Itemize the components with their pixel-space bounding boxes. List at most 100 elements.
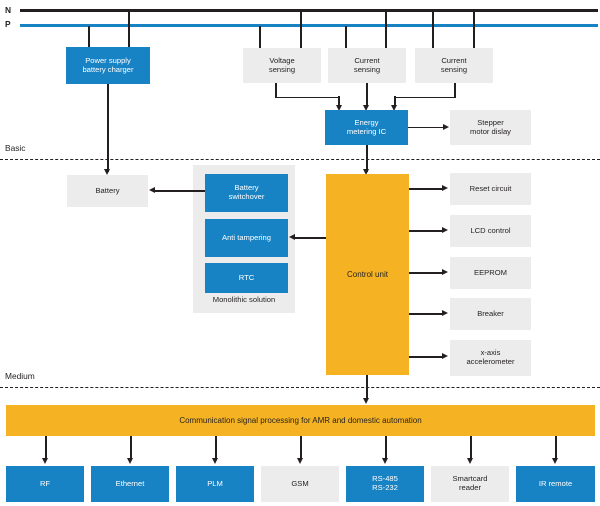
voltage-sensing-label-line1: Voltage: [269, 55, 295, 65]
control-unit-label: Control unit: [347, 269, 388, 279]
arrow-comm-to-gsm: [297, 458, 304, 464]
comm-to-plm-line: [215, 436, 217, 460]
current-sensing-b-out-stub: [454, 83, 456, 98]
energy-metering-label-line1: Energy: [354, 117, 379, 127]
eeprom-box[interactable]: EEPROM: [450, 257, 531, 289]
interface-ir-remote-box[interactable]: IR remote: [516, 466, 595, 502]
eeprom-label: EEPROM: [474, 267, 507, 277]
energy-metering-label-line2: metering IC: [346, 126, 387, 136]
reset-circuit-box[interactable]: Reset circuit: [450, 173, 531, 205]
phase-bus-line: [20, 24, 598, 28]
energy-metering-ic-box[interactable]: Energy metering IC: [325, 110, 408, 145]
bus-label-neutral: N: [5, 5, 12, 15]
arrow-comm-to-plm: [212, 458, 219, 464]
interface-plm-label: PLM: [207, 478, 223, 488]
interface-ir-remote-label: IR remote: [538, 478, 573, 488]
interface-rs-label-line2: RS-232: [372, 483, 398, 492]
lcd-control-box[interactable]: LCD control: [450, 215, 531, 247]
current-sensing-b-label-line2: sensing: [440, 64, 468, 74]
comm-to-rf-line: [45, 436, 47, 460]
interface-ethernet-label: Ethernet: [115, 478, 145, 488]
interface-rf-box[interactable]: RF: [6, 466, 84, 502]
communication-bar-label: Communication signal processing for AMR …: [179, 415, 422, 425]
tier-divider-basic: [0, 159, 600, 160]
voltage-sensing-box[interactable]: Voltage sensing: [243, 48, 321, 83]
arrow-comm-to-ir: [552, 458, 559, 464]
battery-switchover-label-line2: switchover: [228, 192, 265, 201]
anti-tampering-box[interactable]: Anti tampering: [205, 219, 288, 257]
stepper-motor-display-box[interactable]: Stepper motor dislay: [450, 110, 531, 145]
control-unit-to-eeprom-line: [409, 272, 443, 274]
interface-rs-box[interactable]: RS-485 RS-232: [346, 466, 424, 502]
lcd-control-label: LCD control: [470, 225, 511, 235]
current-sensing-a-box[interactable]: Current sensing: [328, 48, 406, 83]
interface-rs-label-line1: RS-485: [372, 474, 398, 484]
control-unit-to-anti-tampering-line: [295, 237, 326, 239]
monolithic-solution-caption: Monolithic solution: [212, 295, 276, 304]
arrow-control-unit-to-reset: [442, 185, 448, 192]
tier-label-basic: Basic: [5, 143, 26, 153]
arrow-current-sensing-a-to-emic: [363, 105, 370, 111]
stepper-label-line2: motor dislay: [470, 126, 511, 136]
interface-smartcard-box[interactable]: Smartcard reader: [431, 466, 509, 502]
arrow-comm-to-smartcard: [467, 458, 474, 464]
power-supply-to-battery-line: [107, 84, 109, 172]
comm-to-ir-line: [555, 436, 557, 460]
arrow-voltage-sensing-to-emic: [335, 105, 342, 111]
battery-switchover-box[interactable]: Battery switchover: [205, 174, 288, 212]
current-sensing-b-label-line1: Current: [441, 55, 467, 65]
drop-phase-current-sensing-a: [345, 26, 347, 48]
arrow-comm-to-rf: [42, 458, 49, 464]
current-sensing-b-to-emic: [394, 96, 396, 107]
neutral-bus-line: [20, 9, 598, 13]
arrow-comm-to-ethernet: [127, 458, 134, 464]
communication-bar[interactable]: Communication signal processing for AMR …: [6, 405, 595, 436]
rtc-box[interactable]: RTC: [205, 263, 288, 293]
power-supply-battery-charger-box[interactable]: Power supply battery charger: [66, 47, 150, 84]
stepper-label-line1: Stepper: [477, 117, 504, 127]
tier-divider-medium: [0, 387, 600, 388]
current-sensing-a-label-line1: Current: [354, 55, 380, 65]
arrow-emic-to-stepper: [443, 123, 449, 130]
emic-to-stepper-line: [408, 126, 444, 129]
interface-smartcard-label-line2: reader: [459, 483, 481, 492]
drop-neutral-current-sensing-b: [432, 11, 434, 48]
control-unit-box[interactable]: Control unit: [326, 174, 409, 375]
drop-neutral-current-sensing-b2: [473, 11, 475, 48]
comm-to-smartcard-line: [470, 436, 472, 460]
interface-plm-box[interactable]: PLM: [176, 466, 254, 502]
comm-to-ethernet-line: [130, 436, 132, 460]
arrow-switchover-to-battery: [149, 187, 155, 194]
arrow-power-supply-to-battery: [104, 169, 111, 175]
arrow-emic-to-control-unit: [363, 169, 370, 175]
voltage-sensing-to-emic: [338, 96, 340, 107]
power-supply-label-line1: Power supply: [85, 55, 131, 65]
battery-box[interactable]: Battery: [67, 175, 148, 207]
interface-gsm-label: GSM: [291, 478, 309, 488]
tier-label-medium: Medium: [5, 371, 35, 381]
arrow-control-unit-to-breaker: [442, 310, 448, 317]
x-axis-accelerometer-box[interactable]: x-axis accelerometer: [450, 340, 531, 376]
drop-neutral-voltage-sensing: [300, 11, 302, 48]
voltage-sensing-out-stub: [275, 83, 277, 98]
anti-tampering-label: Anti tampering: [222, 232, 271, 242]
power-supply-label-line2: battery charger: [82, 64, 134, 74]
current-sensing-a-label-line2: sensing: [353, 64, 381, 74]
control-unit-to-lcd-line: [409, 230, 443, 232]
voltage-sensing-label-line2: sensing: [268, 64, 296, 74]
comm-to-gsm-line: [300, 436, 302, 460]
voltage-sensing-elbow: [275, 96, 340, 99]
current-sensing-b-box[interactable]: Current sensing: [415, 48, 493, 83]
accelerometer-label-line2: accelerometer: [466, 357, 515, 366]
current-sensing-b-elbow: [394, 96, 456, 99]
interface-ethernet-box[interactable]: Ethernet: [91, 466, 169, 502]
drop-phase-voltage-sensing: [259, 26, 261, 48]
drop-neutral-power-supply: [128, 11, 130, 48]
breaker-box[interactable]: Breaker: [450, 298, 531, 330]
switchover-to-battery-line: [155, 190, 205, 192]
control-unit-to-breaker-line: [409, 313, 443, 315]
interface-gsm-box[interactable]: GSM: [261, 466, 339, 502]
arrow-current-sensing-b-to-emic: [391, 105, 398, 111]
reset-circuit-label: Reset circuit: [469, 183, 512, 193]
